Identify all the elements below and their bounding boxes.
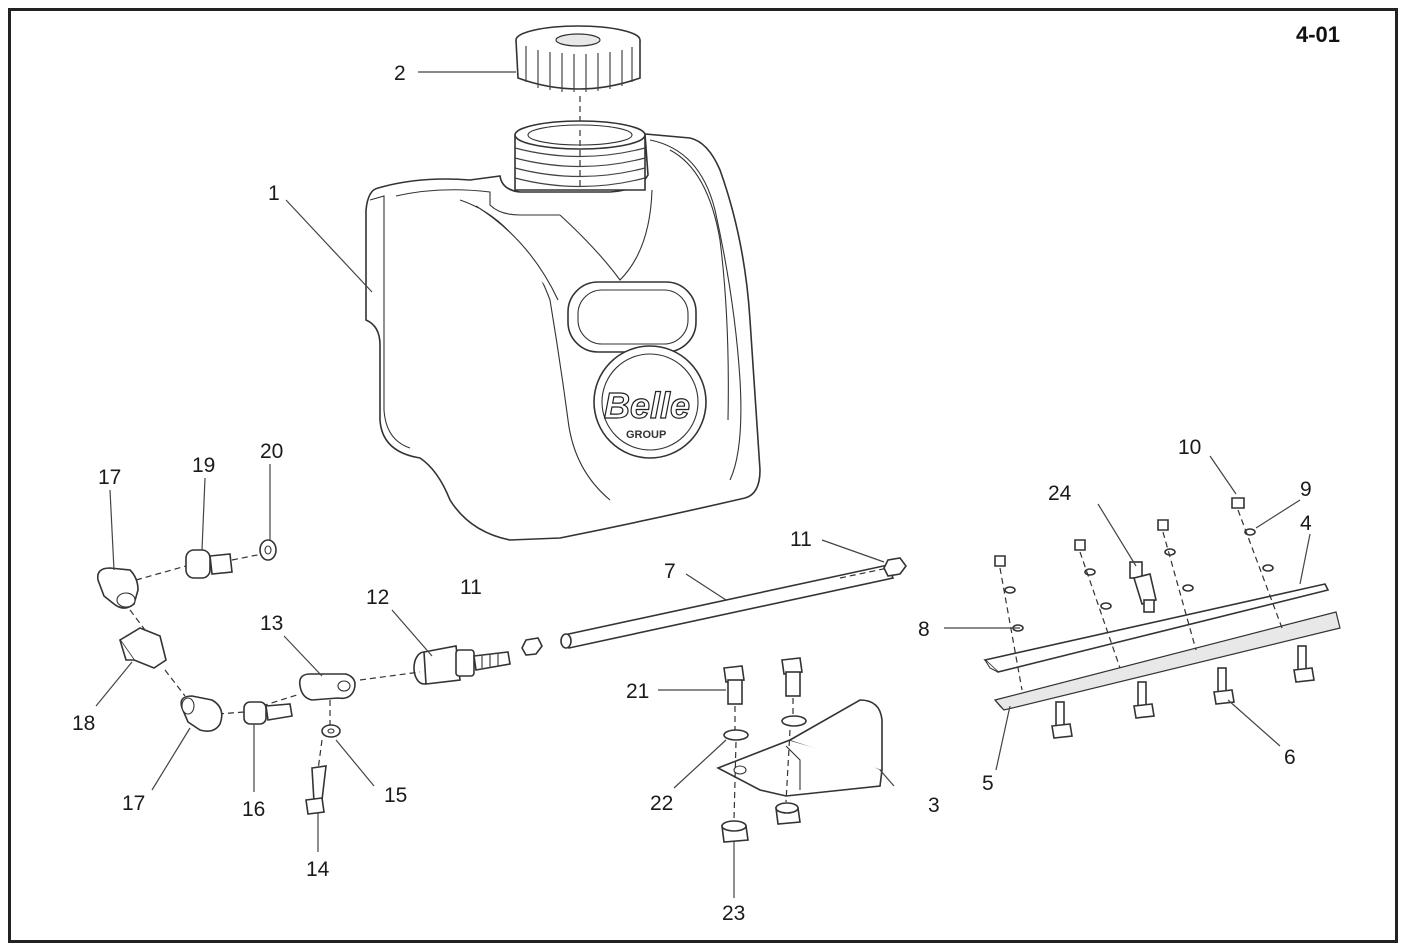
adaptor-19 [185,549,233,579]
label-part-6: 6 [1284,746,1296,769]
belle-logo-text: Belle [604,385,690,426]
diagram-frame [8,8,1398,943]
label-part-17-upper: 17 [98,466,121,489]
washer-15 [321,724,341,738]
label-part-5: 5 [982,772,994,795]
label-part-20: 20 [260,440,283,463]
adaptor-16 [243,701,293,725]
label-part-21: 21 [626,680,649,703]
label-part-4: 4 [1300,512,1312,535]
label-part-9: 9 [1300,478,1312,501]
nuts-and-washers [994,497,1274,632]
label-part-11: 11 [460,576,482,599]
water-tap [413,645,511,685]
label-part-15: 15 [384,784,407,807]
banjo-bolt-14 [305,765,327,815]
mounting-bracket [716,699,883,797]
nut-23 [721,802,801,843]
label-part-16: 16 [242,798,265,821]
spray-bar-lower [993,611,1341,711]
label-part-12: 12 [366,586,389,609]
label-part-22: 22 [650,792,673,815]
label-part-18: 18 [72,712,95,735]
elbow-17-upper [96,567,139,609]
label-part-24: 24 [1048,482,1072,505]
label-part-23: 23 [722,902,745,925]
label-part-3: 3 [928,794,940,817]
label-part-11-nut: 11 [790,528,812,551]
label-part-17-lower: 17 [122,792,145,815]
valve-18 [118,627,167,669]
leader-lines [95,71,1311,898]
label-part-14: 14 [306,858,330,881]
label-part-10: 10 [1178,436,1201,459]
label-part-13: 13 [260,612,283,635]
label-part-7: 7 [664,560,676,583]
nozzle-24 [1129,561,1157,613]
washer-20 [259,539,277,561]
page-number: 4-01 [1296,22,1340,47]
label-part-8: 8 [918,618,930,641]
elbow-17-lower [180,695,223,732]
tank-cap [515,25,641,92]
label-part-1: 1 [268,182,280,205]
label-part-19: 19 [192,454,215,477]
banjo-lug [298,673,356,701]
bolt-21 [723,657,803,705]
water-tank: Belle GROUP [365,133,761,541]
water-pipe [560,564,895,649]
spray-bar-upper [983,583,1330,673]
label-part-2: 2 [394,62,406,85]
belle-logo-subtext: GROUP [626,429,666,441]
washer-22 [723,715,807,741]
nut-11 [521,557,907,656]
